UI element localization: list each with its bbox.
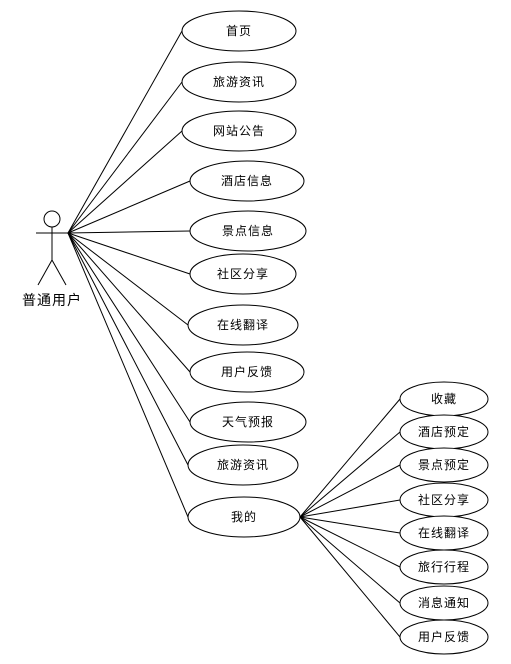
actor-left-leg: [37, 259, 53, 286]
actor-association-line: [67, 81, 183, 234]
include-association-line: [299, 516, 401, 638]
use-case-label: 景点信息: [222, 223, 274, 238]
use-case-hotel-info: 酒店信息: [189, 160, 305, 202]
use-case-label: 用户反馈: [418, 629, 470, 644]
use-case-label: 我的: [231, 509, 257, 524]
use-case-label: 酒店预定: [418, 424, 470, 439]
use-case-ellipse: [181, 61, 297, 103]
use-case-travel-news-2: 旅游资讯: [187, 444, 299, 486]
include-association-line: [299, 431, 401, 518]
actor-association-line: [67, 232, 189, 466]
actor-association-line: [67, 180, 191, 234]
actor-association-line: [67, 232, 191, 423]
use-case-ellipse: [187, 444, 299, 486]
sub-use-case-user-feedback: 用户反馈: [399, 619, 489, 655]
include-association-line: [299, 499, 401, 518]
sub-use-case-hotel-booking: 酒店预定: [399, 414, 489, 450]
sub-use-case-scenic-booking: 景点预定: [399, 447, 489, 483]
actor-association-line: [67, 130, 183, 234]
sub-use-case-favorites: 收藏: [399, 381, 489, 417]
sub-use-case-message-notification: 消息通知: [399, 585, 489, 621]
actor-association-line: [67, 30, 183, 234]
use-case-ellipse: [181, 110, 297, 152]
actor-head: [43, 210, 61, 228]
use-case-label: 消息通知: [418, 595, 470, 610]
include-association-line: [299, 516, 401, 534]
include-association-line: [299, 464, 401, 518]
include-association-line: [299, 398, 401, 518]
use-case-label: 网站公告: [213, 124, 265, 138]
use-case-label: 在线翻译: [217, 318, 269, 332]
use-case-label: 用户反馈: [221, 364, 273, 379]
association-lines: [67, 30, 401, 638]
use-case-weather-forecast: 天气预报: [189, 401, 307, 443]
use-case-label: 旅游资讯: [217, 458, 269, 472]
use-case-label: 社区分享: [217, 266, 269, 281]
sub-use-case-online-translate: 在线翻译: [399, 515, 489, 551]
use-case-label: 天气预报: [222, 414, 274, 429]
use-case-travel-news: 旅游资讯: [181, 61, 297, 103]
use-case-user-feedback: 用户反馈: [189, 351, 305, 393]
use-case-site-announcement: 网站公告: [181, 110, 297, 152]
actor-association-line: [67, 230, 191, 234]
use-case-home: 首页: [181, 10, 297, 52]
actor-figure: [36, 210, 68, 286]
actor-association-line: [67, 232, 191, 275]
include-association-line: [299, 516, 401, 604]
use-case-mine: 我的: [187, 496, 301, 538]
use-case-ellipse: [399, 447, 489, 483]
sub-use-case-travel-itinerary: 旅行行程: [399, 549, 489, 585]
use-case-community-share: 社区分享: [189, 253, 297, 295]
actor-label: 普通用户: [22, 292, 82, 309]
use-case-ellipse: [189, 210, 307, 252]
use-case-label: 景点预定: [418, 457, 470, 472]
actor-association-line: [67, 232, 191, 373]
use-case-label: 收藏: [431, 392, 457, 406]
use-case-ellipse: [189, 401, 307, 443]
use-case-ellipse: [189, 160, 305, 202]
use-case-ellipse: [399, 619, 489, 655]
use-case-label: 社区分享: [418, 492, 470, 507]
actor-association-line: [67, 232, 189, 326]
actor-right-leg: [51, 259, 67, 286]
actor-association-line: [67, 232, 189, 518]
use-case-scenic-info: 景点信息: [189, 210, 307, 252]
include-association-line: [299, 516, 401, 568]
use-case-online-translate: 在线翻译: [187, 304, 299, 346]
use-case-ellipse: [187, 304, 299, 346]
use-case-ellipse: [189, 351, 305, 393]
use-case-label: 在线翻译: [418, 526, 470, 540]
use-case-label: 酒店信息: [221, 173, 273, 188]
use-case-label: 首页: [226, 24, 252, 38]
sub-use-case-community-share: 社区分享: [399, 482, 489, 518]
use-case-label: 旅游资讯: [213, 75, 265, 89]
use-case-ellipse: [399, 549, 489, 585]
use-case-ellipse: [189, 253, 297, 295]
use-case-label: 旅行行程: [418, 559, 470, 574]
use-case-ellipse: [181, 10, 297, 52]
use-case-ellipse: [187, 496, 301, 538]
